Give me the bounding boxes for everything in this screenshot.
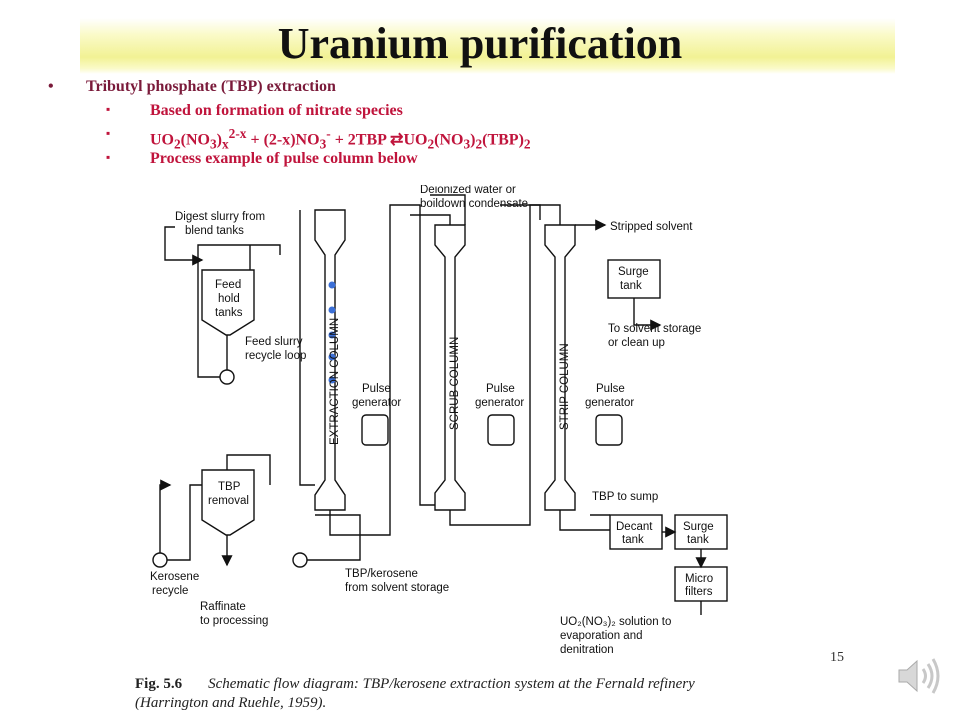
bullet-sub-1-text: Based on formation of nitrate species [150, 102, 403, 119]
label-deionized-2: boildown condensate [420, 198, 528, 210]
title-band [80, 18, 895, 74]
speaker-icon[interactable] [895, 655, 943, 697]
square-bullet-icon: ▪ [106, 126, 111, 140]
label-tbp-1: TBP [218, 481, 241, 493]
pump-icon [219, 369, 235, 385]
label-solution-2: evaporation and [560, 630, 642, 642]
label-stripped: Stripped solvent [610, 221, 693, 233]
label-digest-2: blend tanks [185, 225, 244, 237]
micro-filters [674, 566, 728, 602]
label-tbp-sump: TBP to sump [592, 491, 658, 503]
label-solution-1: UO₂(NO₃)₂ solution to [560, 616, 671, 628]
label-strip-column: STRIP COLUMN [559, 343, 571, 430]
label-surge-b-1: Surge [683, 521, 714, 533]
label-pulse3-2: generator [585, 397, 634, 409]
label-tbpker-1: TBP/kerosene [345, 568, 418, 580]
label-digest-1: Digest slurry from [175, 211, 265, 223]
label-surge-top-2: tank [620, 280, 642, 292]
label-surge-top-1: Surge [618, 266, 649, 278]
label-tbp-2: removal [208, 495, 249, 507]
caption-line1: Schematic flow diagram: TBP/kerosene ext… [208, 676, 695, 692]
pulse-generator-icon [487, 414, 515, 446]
label-kerosene-2: recycle [152, 585, 188, 597]
bubble-icon [328, 353, 336, 361]
label-pulse3-1: Pulse [596, 383, 625, 395]
caption-line2: (Harrington and Ruehle, 1959). [135, 695, 327, 711]
label-feed-3: tanks [215, 307, 243, 319]
label-decant-2: tank [622, 534, 644, 546]
slide-number: 15 [830, 650, 844, 665]
label-pulse1-1: Pulse [362, 383, 391, 395]
pump-icon [152, 552, 168, 568]
label-micro-1: Micro [685, 573, 713, 585]
label-feed-1: Feed [215, 279, 241, 291]
strip-column [544, 224, 576, 511]
figure-caption: Fig. 5.6 Schematic flow diagram: TBP/kero… [135, 675, 695, 713]
label-scrub-column: SCRUB COLUMN [449, 337, 461, 430]
square-bullet-icon: ▪ [106, 102, 111, 116]
bubble-icon [328, 281, 336, 289]
square-bullet-icon: ▪ [106, 150, 111, 164]
label-kerosene-1: Kerosene [150, 571, 199, 583]
label-deionized-1: Deionized water or [420, 185, 516, 196]
flow-diagram: Digest slurry from blend tanks Feed hold… [150, 185, 728, 656]
slide-title: Uranium purification [277, 19, 683, 68]
feed-bubbles [328, 281, 336, 384]
label-surge-b-2: tank [687, 534, 709, 546]
label-pulse2-2: generator [475, 397, 524, 409]
extraction-column [314, 209, 346, 511]
label-tbpker-2: from solvent storage [345, 582, 449, 594]
bullet-dot-icon: • [48, 78, 54, 95]
pulse-generator-icon [595, 414, 623, 446]
pump-icon [292, 552, 308, 568]
label-pulse1-2: generator [352, 397, 401, 409]
equilibrium-arrow-icon: ⇄ [390, 131, 404, 149]
surge-tank-bottom [674, 514, 728, 550]
bullet-sub-3-text: Process example of pulse column below [150, 150, 418, 167]
label-raffinate-2: to processing [200, 615, 268, 627]
label-decant-1: Decant [616, 521, 653, 533]
bubble-icon [328, 331, 336, 339]
label-feed-2: hold [218, 293, 240, 305]
label-solution-3: denitration [560, 644, 614, 656]
tbp-removal-tank [201, 469, 255, 536]
bullet-main-text: Tributyl phosphate (TBP) extraction [86, 78, 336, 95]
feed-tank [201, 269, 255, 336]
label-solvent-2: or clean up [608, 337, 665, 349]
decant-tank [609, 514, 663, 550]
bubble-icon [328, 306, 336, 314]
label-loop-1: Feed slurry [245, 336, 303, 348]
bubble-icon [328, 376, 336, 384]
pulse-generator-icon [361, 414, 389, 446]
caption-fig: Fig. 5.6 [135, 676, 183, 692]
label-extraction-column: EXTRACTION COLUMN [329, 318, 341, 445]
label-micro-2: filters [685, 586, 713, 598]
label-solvent-1: To solvent storage [608, 323, 701, 335]
equation: UO2(NO3)x2-x + (2-x)NO3- + 2TBP ⇄UO2(NO3… [150, 126, 531, 152]
label-pulse2-1: Pulse [486, 383, 515, 395]
label-loop-2: recycle loop [245, 350, 306, 362]
scrub-column [434, 224, 466, 511]
label-raffinate-1: Raffinate [200, 601, 246, 613]
surge-tank-top [607, 259, 661, 299]
